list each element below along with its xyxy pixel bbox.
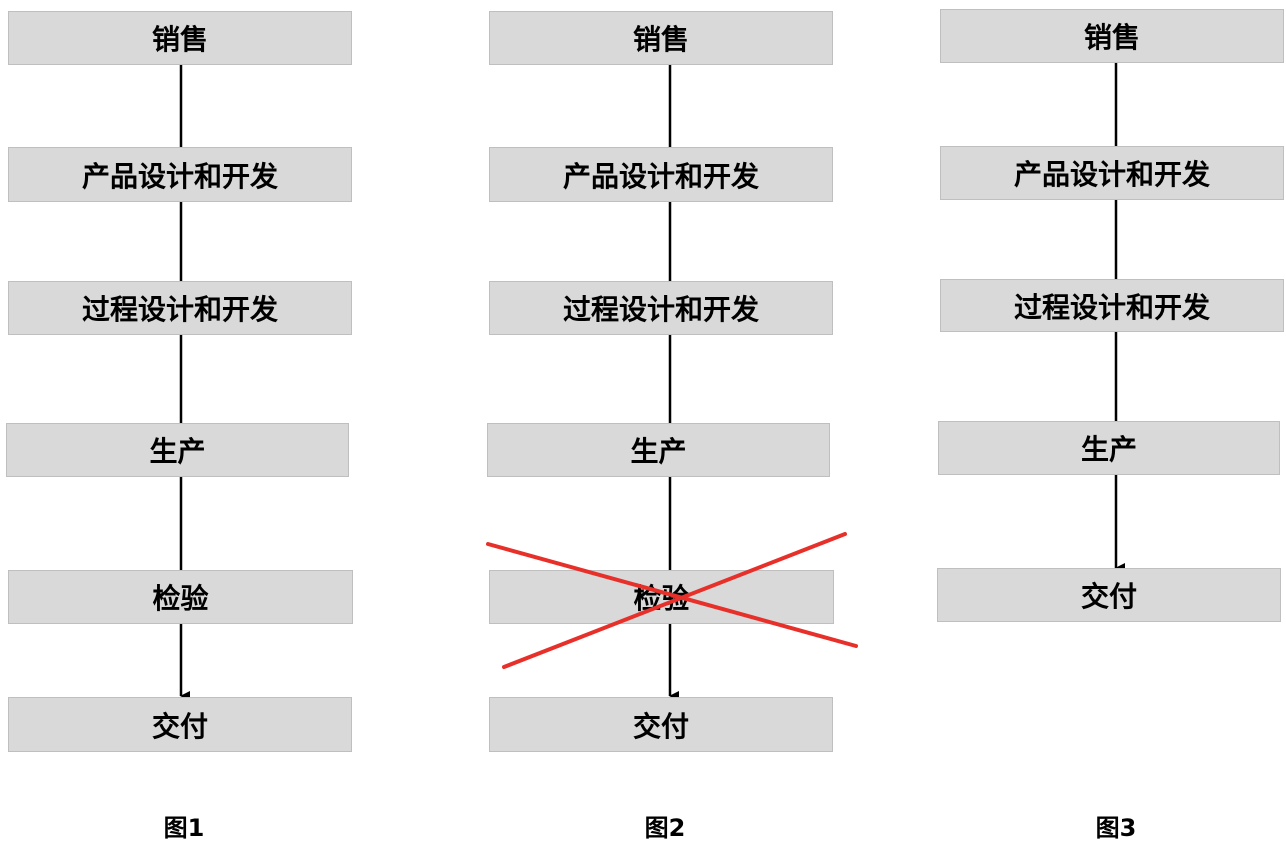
d1-step-process-design: 过程设计和开发 <box>8 281 352 335</box>
d3-step-delivery: 交付 <box>937 568 1281 622</box>
d1-step-delivery: 交付 <box>8 697 352 752</box>
d1-step-production: 生产 <box>6 423 349 477</box>
d3-step-sales: 销售 <box>940 9 1284 63</box>
d2-step-sales: 销售 <box>489 11 833 65</box>
d1-step-sales: 销售 <box>8 11 352 65</box>
d1-step-product-design: 产品设计和开发 <box>8 147 352 202</box>
d3-step-production: 生产 <box>938 421 1280 475</box>
d2-step-product-design: 产品设计和开发 <box>489 147 833 202</box>
d3-step-product-design: 产品设计和开发 <box>940 146 1284 200</box>
d2-caption: 图2 <box>644 814 686 842</box>
d1-step-inspection: 检验 <box>8 570 353 624</box>
d2-step-inspection-crossed: 检验 <box>489 570 834 624</box>
d2-step-process-design: 过程设计和开发 <box>489 281 833 335</box>
d1-caption: 图1 <box>163 814 205 842</box>
d3-caption: 图3 <box>1095 814 1137 842</box>
d2-step-delivery: 交付 <box>489 697 833 752</box>
d2-step-production: 生产 <box>487 423 830 477</box>
d3-step-process-design: 过程设计和开发 <box>940 279 1284 332</box>
